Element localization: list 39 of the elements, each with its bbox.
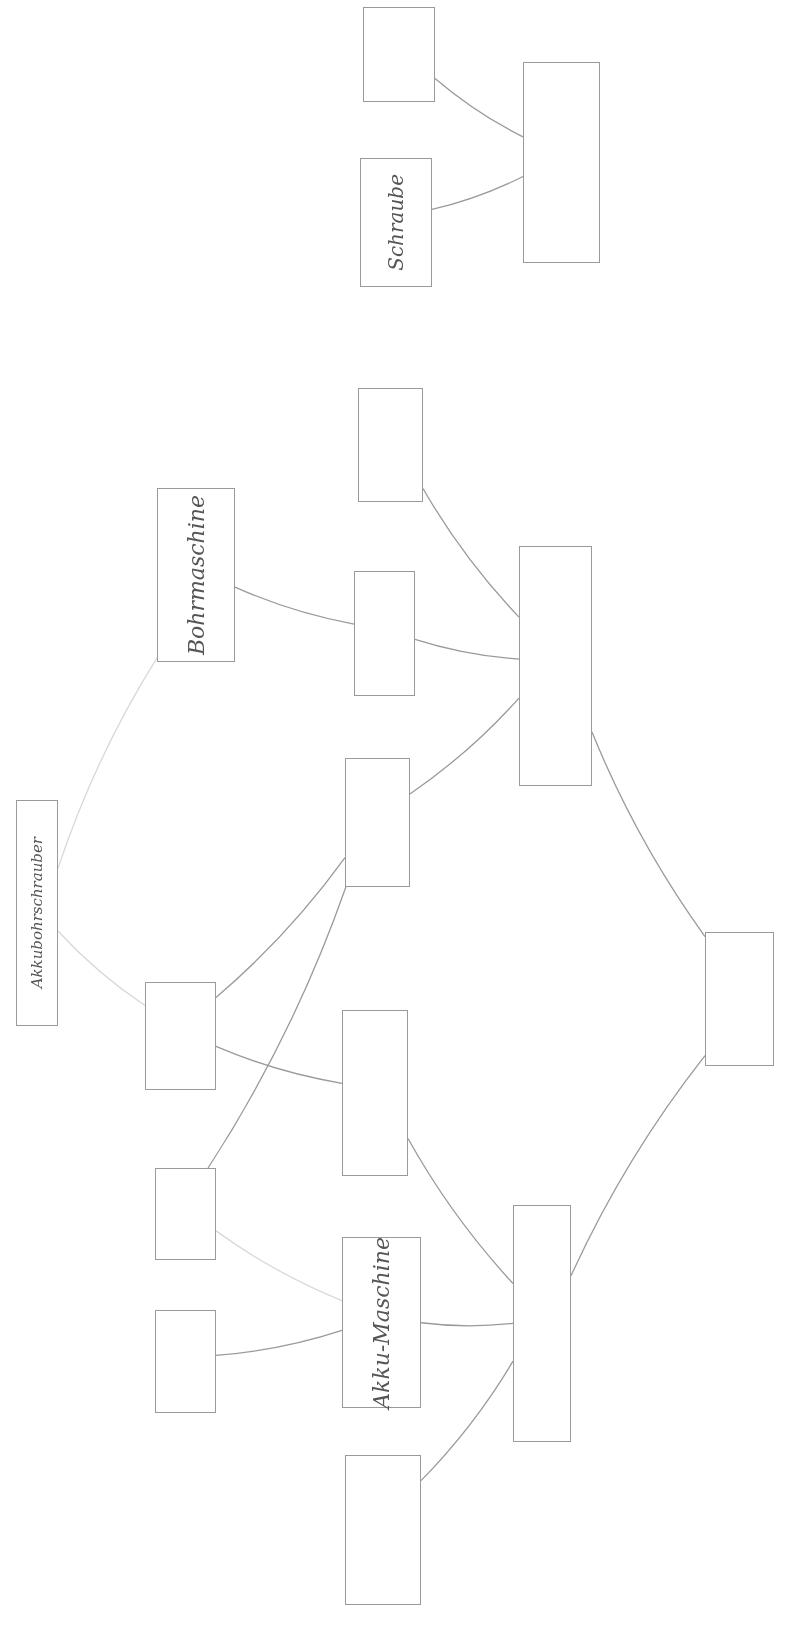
labeled-box	[342, 1237, 421, 1408]
connector-line	[215, 1045, 343, 1084]
connector-line	[591, 731, 706, 938]
connector-line	[431, 175, 524, 211]
connector-line	[215, 1230, 343, 1302]
empty-box	[354, 571, 415, 696]
empty-box	[513, 1205, 571, 1442]
connector-line	[434, 77, 524, 138]
box-label: Schraube	[384, 174, 408, 271]
connector-line	[409, 697, 520, 795]
connector-line	[57, 657, 158, 869]
connector-line	[420, 1360, 514, 1482]
empty-box	[523, 62, 600, 263]
empty-box	[705, 932, 774, 1066]
empty-box	[358, 388, 423, 502]
connector-line	[407, 1137, 514, 1285]
connector-line	[57, 930, 146, 1007]
box-label: Bohrmaschine	[183, 494, 209, 656]
labeled-box	[157, 488, 235, 662]
connector-line	[570, 1055, 706, 1277]
empty-box	[145, 982, 216, 1090]
empty-box	[345, 1455, 421, 1605]
connector-line	[215, 857, 346, 999]
connector-line	[234, 586, 355, 625]
empty-box	[519, 546, 592, 786]
labeled-box	[16, 800, 58, 1026]
empty-box	[342, 1010, 408, 1176]
connector-line	[215, 1329, 343, 1357]
connector-line	[207, 886, 347, 1169]
connector-line	[420, 1322, 514, 1327]
empty-box	[345, 758, 410, 887]
empty-box	[363, 7, 435, 102]
connector-line	[414, 638, 520, 660]
connector-line	[422, 487, 520, 618]
box-label: Akkubohrschrauber	[28, 837, 46, 989]
empty-box	[155, 1310, 216, 1413]
empty-box	[155, 1168, 216, 1260]
labeled-box	[360, 158, 432, 287]
box-label: Akku-Maschine	[369, 1236, 394, 1409]
